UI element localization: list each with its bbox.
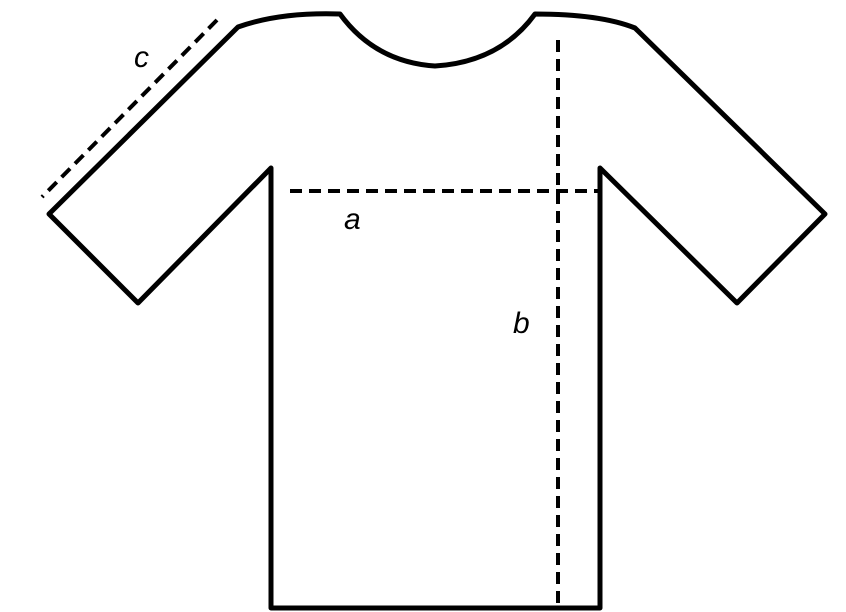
- label-a: a: [344, 203, 361, 236]
- measurement-line-c: [40, 18, 219, 199]
- label-b: b: [513, 307, 530, 340]
- label-c: c: [134, 41, 149, 74]
- tshirt-outline: [46, 11, 828, 611]
